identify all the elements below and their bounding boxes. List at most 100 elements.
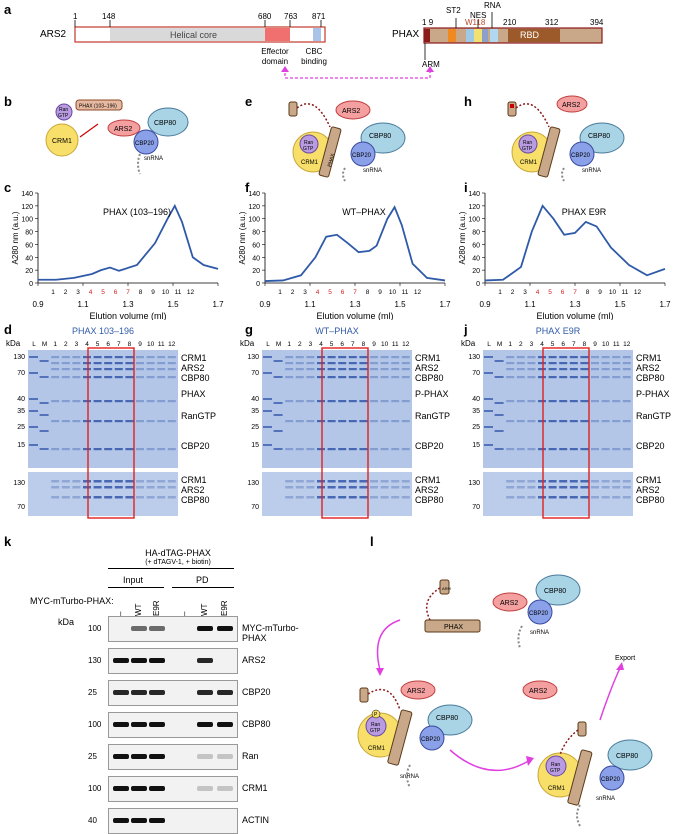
gel-protein-label: ARS2	[636, 363, 660, 373]
gel-band	[548, 356, 557, 359]
gel-band	[538, 376, 546, 379]
ars2-label: ARS2	[40, 29, 67, 40]
gel-band-lower	[380, 486, 389, 489]
gel-kda-tick: 15	[472, 442, 480, 449]
gel-band	[622, 356, 631, 359]
gel-lane-label: 4	[540, 341, 544, 348]
x-tick-label: 1.5	[394, 300, 406, 309]
gel-band	[569, 448, 578, 451]
gel-protein-label: P-PHAX	[636, 389, 670, 399]
svg-text:GTP: GTP	[522, 146, 533, 152]
gel-band-lower	[146, 480, 155, 483]
gel-band	[295, 356, 304, 359]
svg-text:Ran: Ran	[523, 140, 532, 146]
gel-band-lower	[391, 480, 400, 483]
gel-band	[622, 362, 631, 365]
gel-band	[104, 420, 113, 423]
gel-image-lower	[28, 472, 178, 516]
fraction-label: 7	[126, 289, 130, 296]
gel-kda-tick-lower: 70	[17, 504, 25, 511]
western-band	[113, 690, 129, 695]
western-subheader: (+ dTAGV-1, + biotin)	[145, 559, 211, 566]
western-band	[217, 690, 233, 695]
gel-band-lower	[136, 496, 144, 499]
svg-text:CRM1: CRM1	[548, 786, 566, 792]
gel-lane-label: 2	[519, 341, 523, 348]
svg-text:CBP80: CBP80	[616, 753, 638, 760]
nes-label: NES	[470, 11, 487, 20]
western-band	[149, 658, 165, 663]
gel-band-lower	[591, 486, 599, 489]
gel-band	[348, 376, 357, 379]
gel-band	[601, 356, 610, 359]
gel-kda-tick: 40	[251, 396, 259, 403]
gel-band	[72, 368, 81, 371]
gel-band	[285, 362, 294, 365]
y-tick-label: 60	[25, 242, 33, 249]
fraction-label: 6	[114, 289, 118, 296]
gel-band	[61, 376, 70, 379]
svg-text:Ran: Ran	[551, 762, 560, 768]
gel-band	[51, 362, 60, 365]
gel-band	[538, 448, 546, 451]
gel-band	[391, 448, 400, 451]
gel-band	[317, 420, 325, 423]
gel-band	[348, 362, 357, 365]
gel-lane-label: 3	[530, 341, 534, 348]
gel-lane-label: 8	[583, 341, 587, 348]
gel-band-lower	[538, 496, 546, 499]
gel-ladder-band	[484, 372, 493, 374]
gel-band	[548, 376, 557, 379]
gel-lane-label: 9	[372, 341, 376, 348]
gel-band-lower	[93, 480, 102, 483]
gel-marker-band	[39, 376, 49, 378]
svg-text:GTP: GTP	[303, 146, 314, 152]
chromatogram-title: PHAX (103–196)	[103, 207, 171, 217]
gel-band-lower	[391, 486, 400, 489]
gel-lane-label: 5	[330, 341, 334, 348]
gel-kda-tick: 70	[17, 370, 25, 377]
ars2-tick-148: 148	[102, 12, 116, 21]
gel-band	[559, 368, 568, 371]
y-tick-label: 20	[25, 268, 33, 275]
gel-band-lower	[114, 496, 123, 499]
cbc-binding-label: CBC binding	[301, 47, 327, 66]
chromatogram-ylabel: A280 nm (a.u.)	[458, 211, 467, 264]
western-band	[149, 690, 165, 695]
gel-marker-band	[494, 430, 504, 432]
gel-marker-band	[39, 414, 49, 416]
gel-band	[146, 400, 155, 403]
phax-tick-1-9: 1 9	[422, 18, 434, 27]
y-tick-label: 120	[21, 204, 33, 211]
gel-band-lower	[104, 496, 113, 499]
x-tick-label: 0.9	[479, 300, 491, 309]
gel-band	[83, 376, 91, 379]
gel-band	[538, 420, 546, 423]
svg-text:snRNA: snRNA	[144, 156, 163, 162]
gel-band-lower	[559, 496, 568, 499]
gel-band	[285, 376, 294, 379]
svg-text:GTP: GTP	[58, 113, 69, 119]
gel-band	[601, 420, 610, 423]
gel-band	[548, 368, 557, 371]
gel-band	[527, 400, 536, 403]
gel-band-lower	[359, 486, 368, 489]
gel-marker-band	[494, 376, 504, 378]
gel-band	[146, 356, 155, 359]
gel-kda-tick: 15	[251, 442, 259, 449]
svg-text:ARS2: ARS2	[114, 126, 132, 133]
gel-band-lower	[295, 496, 304, 499]
panel-label-e: e	[245, 94, 253, 109]
svg-text:PHAX: PHAX	[444, 624, 463, 631]
gel-band	[104, 356, 113, 359]
gel-band	[285, 356, 294, 359]
gel-marker-band	[39, 430, 49, 432]
gel-band	[114, 362, 123, 365]
fraction-label: 1	[278, 289, 282, 296]
gel-marker-band	[494, 402, 504, 404]
gel-band-lower	[146, 486, 155, 489]
gel-highlight-box	[321, 347, 369, 519]
fraction-label: 6	[561, 289, 565, 296]
fraction-label: 8	[139, 289, 143, 296]
